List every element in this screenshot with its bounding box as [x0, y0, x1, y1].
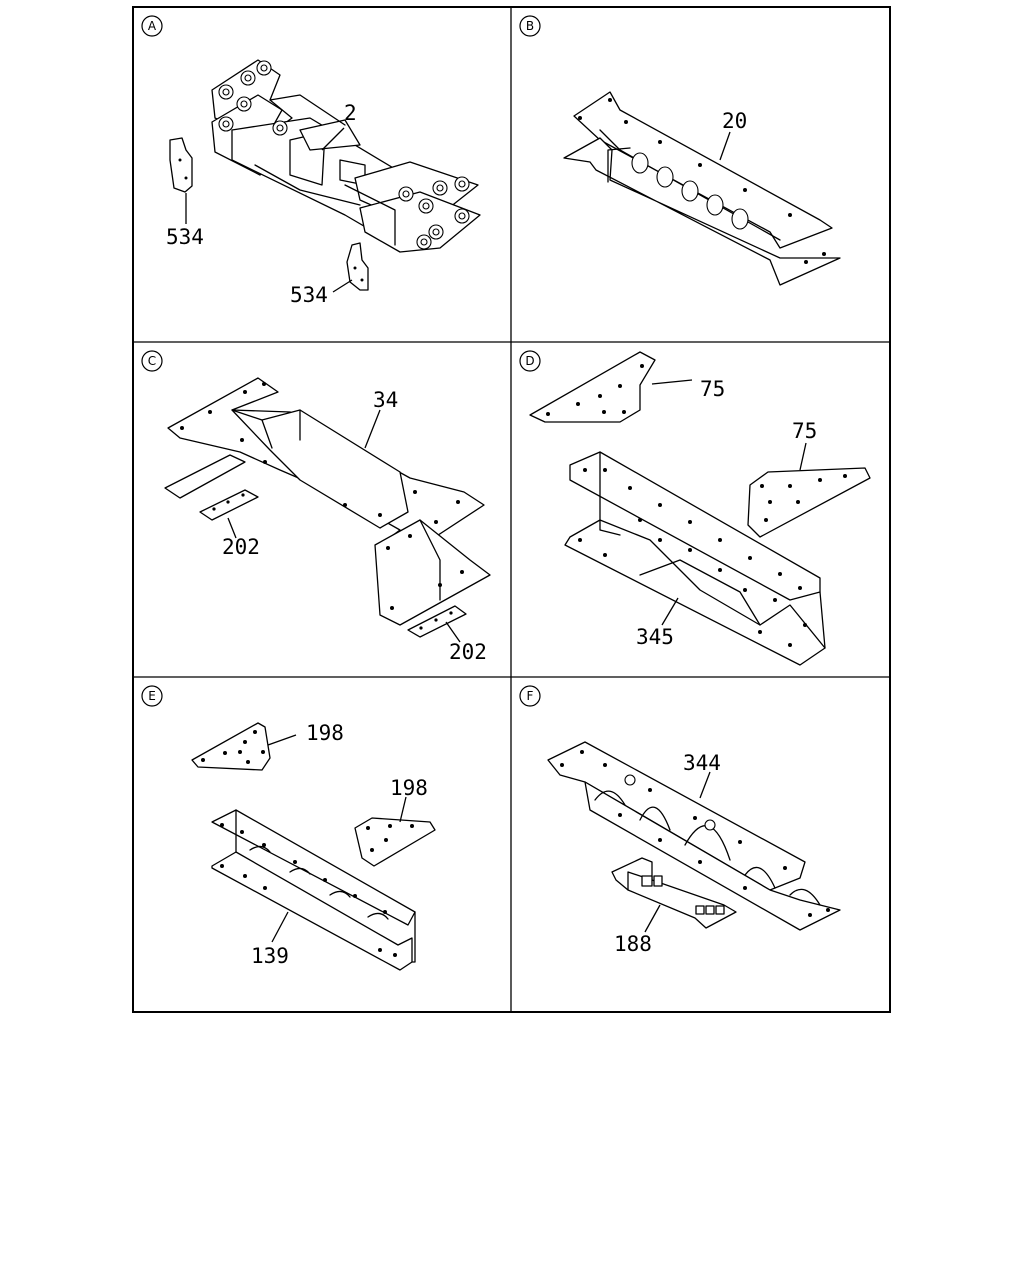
gusset-part-198-right — [354, 817, 436, 867]
panel-c-id: C — [148, 354, 156, 368]
panel-b: B 20 — [519, 15, 841, 286]
callout-198-upper: 198 — [306, 721, 344, 745]
callout-345: 345 — [636, 625, 674, 649]
callout-534-right: 534 — [290, 283, 328, 307]
crossmember-part-344 — [547, 741, 841, 931]
panel-c-id-badge: C — [141, 350, 163, 372]
callout-534-left: 534 — [166, 225, 204, 249]
callout-202-left: 202 — [222, 535, 260, 559]
plate-part-202-right — [407, 605, 467, 638]
panel-d-id: D — [525, 354, 534, 368]
crossmember-part-345 — [564, 451, 826, 666]
panel-f-id: F — [527, 689, 534, 703]
crossmember-part-34 — [164, 377, 491, 626]
callout-75-upper: 75 — [700, 377, 725, 401]
plate-part-202-left — [199, 489, 259, 521]
panel-a-id: A — [148, 19, 157, 33]
crossmember-part-20 — [563, 91, 841, 286]
bracket-part-534-right — [346, 242, 369, 291]
callout-198-right: 198 — [390, 776, 428, 800]
panel-c: C — [141, 350, 491, 664]
bracket-part-188 — [611, 857, 737, 929]
callout-75-right: 75 — [792, 419, 817, 443]
panel-e: E — [141, 685, 436, 971]
callout-139: 139 — [251, 944, 289, 968]
panel-a: A — [141, 15, 481, 307]
callout-20: 20 — [722, 109, 747, 133]
panel-d-id-badge: D — [519, 350, 541, 372]
panel-d: D — [519, 350, 871, 666]
panel-b-id-badge: B — [519, 15, 541, 37]
callout-202-right: 202 — [449, 640, 487, 664]
callout-2: 2 — [344, 101, 357, 125]
crossmember-part-139 — [211, 809, 416, 971]
panel-e-id: E — [148, 689, 156, 703]
panel-f-id-badge: F — [519, 685, 541, 707]
gusset-part-75-right — [747, 467, 871, 538]
callout-344: 344 — [683, 751, 721, 775]
panel-f: F — [519, 685, 841, 956]
panel-a-id-badge: A — [141, 15, 163, 37]
callout-188: 188 — [614, 932, 652, 956]
panel-b-id: B — [526, 19, 534, 33]
callout-34: 34 — [373, 388, 398, 412]
crossmember-assembly-part-2 — [211, 59, 481, 253]
panel-e-id-badge: E — [141, 685, 163, 707]
gusset-part-75-upper — [529, 351, 656, 423]
bracket-part-534-left — [169, 137, 193, 193]
gusset-part-198-upper — [191, 722, 271, 771]
